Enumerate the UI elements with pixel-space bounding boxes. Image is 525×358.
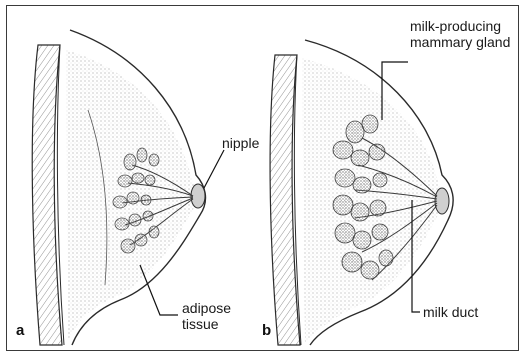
label-gland-line2: mammary gland: [410, 34, 510, 50]
panel-letter-b: b: [262, 322, 271, 339]
panel-b-drawing: [270, 40, 453, 345]
panel-a-drawing: [32, 30, 224, 345]
panel-letter-a: a: [16, 322, 24, 339]
leader-nipple: [204, 150, 224, 188]
label-adipose-line1: adipose: [182, 300, 231, 316]
label-milk-duct: milk duct: [423, 304, 478, 320]
label-adipose-line2: tissue: [182, 316, 219, 332]
nipple-a: [191, 184, 205, 208]
label-nipple: nipple: [222, 135, 259, 151]
label-gland-line1: milk-producing: [410, 18, 501, 34]
adipose-region-b: [302, 58, 441, 342]
nipple-b: [435, 188, 449, 214]
